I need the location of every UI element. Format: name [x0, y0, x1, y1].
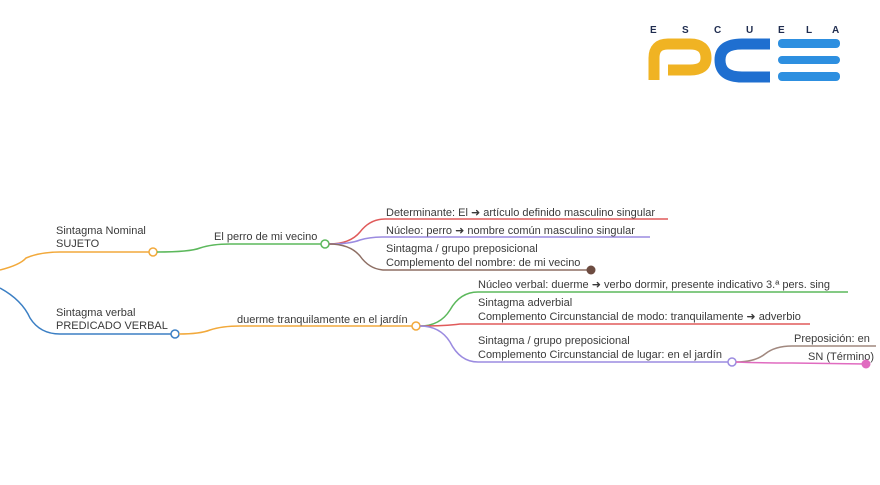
child-label-sn-termino: SN (Término) — [808, 351, 874, 363]
logo-e-shape — [778, 39, 840, 81]
node-line-sujeto — [156, 243, 325, 253]
child-line-preposicion — [735, 345, 876, 363]
branch-label-predicado-line1: Sintagma verbal — [56, 307, 136, 319]
logo-letter: C — [714, 25, 721, 36]
collapse-toggle-node-sujeto[interactable] — [320, 239, 330, 249]
child-label-cc-lugar-line1: Sintagma / grupo preposicional — [478, 335, 630, 347]
logo-letter: L — [806, 25, 812, 36]
child-line-nucleo-verbal — [419, 291, 848, 327]
child-label-cc-lugar-line2: Complemento Circunstancial de lugar: en … — [478, 349, 722, 361]
logo-letters: E S C U E L A — [650, 25, 839, 36]
child-line-sn-termino — [735, 361, 867, 365]
child-line-nucleo — [328, 236, 650, 245]
child-label-cc-modo-line2: Complemento Circunstancial de modo: tran… — [478, 311, 801, 323]
child-line-cc-modo — [419, 323, 810, 327]
branch-label-sujeto-line1: Sintagma Nominal — [56, 225, 146, 237]
logo-letter: U — [746, 25, 753, 36]
child-label-complemento-nombre-line1: Sintagma / grupo preposicional — [386, 243, 538, 255]
child-label-nucleo-verbal: Núcleo verbal: duerme ➜ verbo dormir, pr… — [478, 279, 830, 291]
child-line-determinante — [328, 218, 668, 245]
collapse-toggle-node-predicado[interactable] — [411, 321, 421, 331]
collapse-toggle-predicado[interactable] — [170, 329, 180, 339]
child-label-nucleo: Núcleo: perro ➜ nombre común masculino s… — [386, 225, 635, 237]
child-line-cc-lugar — [419, 325, 732, 363]
child-label-cc-modo-line1: Sintagma adverbial — [478, 297, 572, 309]
child-line-complemento-nombre — [328, 243, 590, 271]
collapse-toggle-cc-lugar[interactable] — [727, 357, 737, 367]
child-label-determinante: Determinante: El ➜ artículo definido mas… — [386, 207, 655, 219]
logo-escuela-pce: E S C U E L A — [648, 25, 840, 83]
child-label-complemento-nombre-line2: Complemento del nombre: de mi vecino — [386, 257, 580, 269]
end-dot-sn-termino — [861, 359, 871, 369]
node-line-predicado — [178, 325, 416, 335]
collapse-toggle-sujeto[interactable] — [148, 247, 158, 257]
logo-c-shape — [714, 38, 770, 83]
logo-letter: A — [832, 25, 839, 36]
end-dot-complemento-nombre — [586, 265, 596, 275]
child-label-preposicion: Preposición: en — [794, 333, 870, 345]
logo-letter: S — [682, 25, 689, 36]
logo-letter: E — [650, 25, 657, 36]
node-label-predicado: duerme tranquilamente en el jardín — [237, 314, 408, 326]
branch-label-sujeto-line2: SUJETO — [56, 238, 100, 250]
node-label-sujeto: El perro de mi vecino — [214, 231, 317, 243]
branch-line-sujeto — [0, 251, 152, 271]
logo-letter: E — [778, 25, 785, 36]
branch-label-predicado-line2: PREDICADO VERBAL — [56, 320, 168, 332]
branch-line-predicado — [0, 287, 174, 335]
logo-p-shape — [648, 38, 712, 80]
